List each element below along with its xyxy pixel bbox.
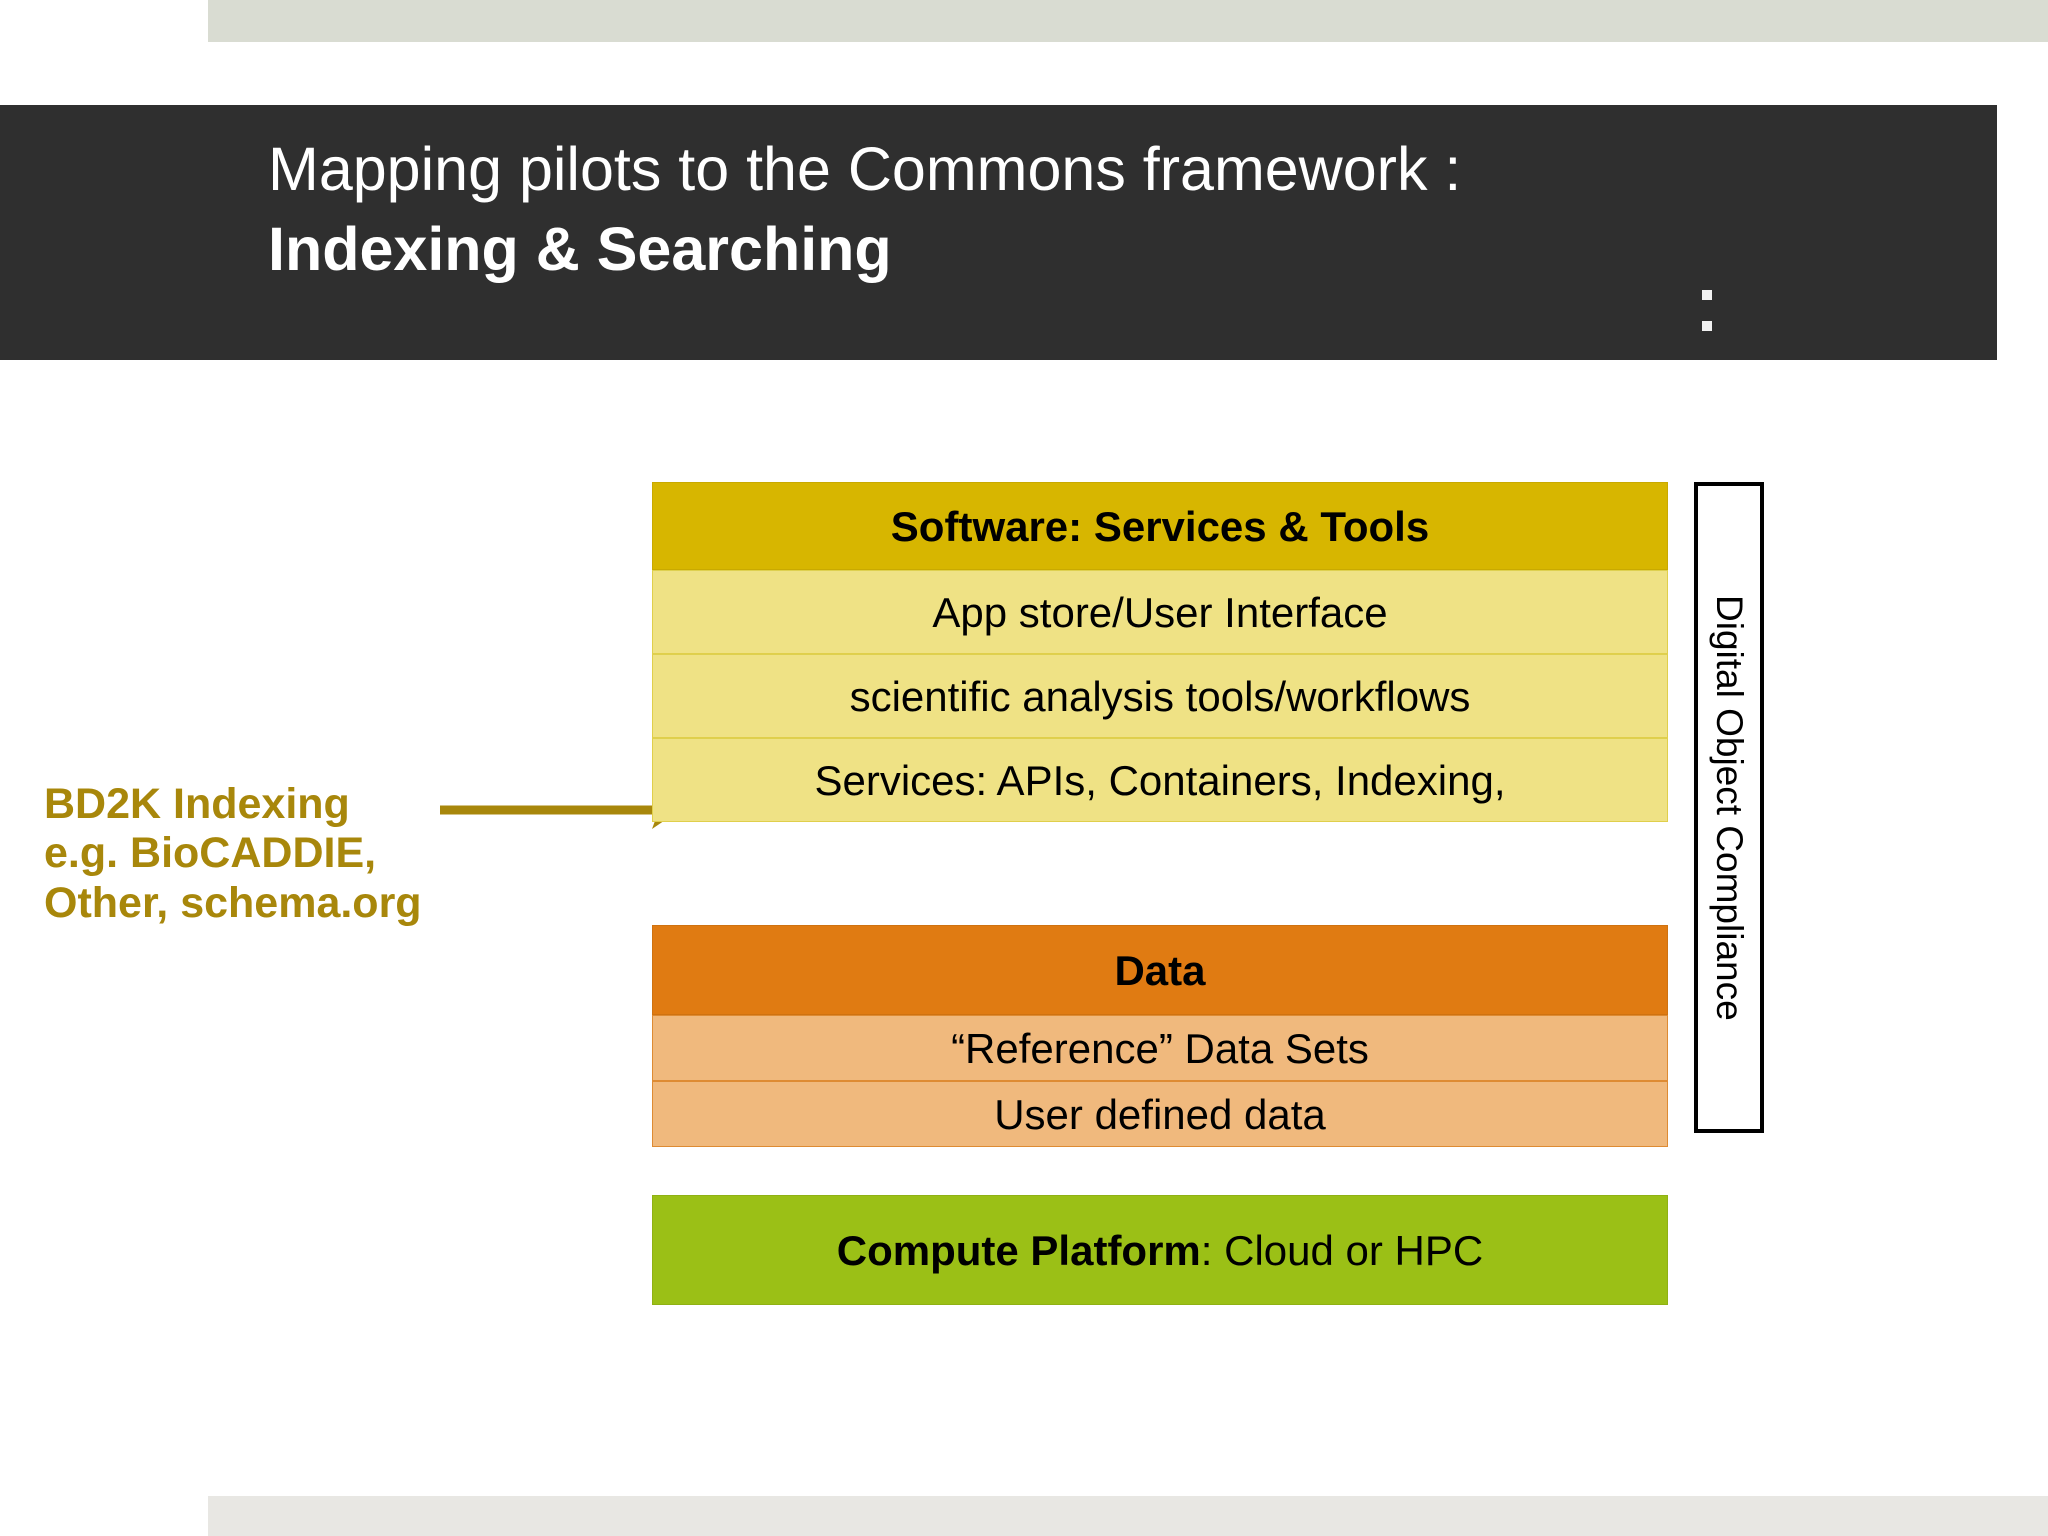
annotation-line-1: BD2K Indexing [44, 780, 350, 828]
software-row-app-store: App store/User Interface [652, 570, 1668, 654]
software-stack-header: Software: Services & Tools [652, 482, 1668, 570]
banner-artifact-dot-1 [1702, 290, 1712, 300]
digital-object-compliance-box: Digital Object Compliance [1694, 482, 1764, 1133]
title-banner: Mapping pilots to the Commons framework … [0, 105, 1997, 360]
software-stack: Software: Services & Tools App store/Use… [652, 482, 1668, 822]
bd2k-indexing-annotation: BD2K Indexing e.g. BioCADDIE, Other, sch… [44, 780, 544, 928]
data-row-user-defined: User defined data [652, 1081, 1668, 1147]
data-row-reference-sets: “Reference” Data Sets [652, 1015, 1668, 1081]
software-row-services: Services: APIs, Containers, Indexing, [652, 738, 1668, 822]
data-stack-header: Data [652, 925, 1668, 1015]
banner-artifact-dot-2 [1702, 321, 1712, 331]
data-stack: Data “Reference” Data Sets User defined … [652, 925, 1668, 1147]
software-row-analysis-tools: scientific analysis tools/workflows [652, 654, 1668, 738]
compute-platform-bar: Compute Platform: Cloud or HPC [652, 1195, 1668, 1305]
annotation-line-2: e.g. BioCADDIE, [44, 829, 377, 878]
compute-platform-detail: : Cloud or HPC [1200, 1227, 1484, 1274]
page-title-line-2: Indexing & Searching [268, 215, 892, 283]
top-decorative-bar [208, 0, 2048, 42]
annotation-line-3: Other, schema.org [44, 878, 422, 927]
page-title-line-1: Mapping pilots to the Commons framework … [268, 135, 1462, 203]
digital-object-compliance-label: Digital Object Compliance [1709, 594, 1750, 1021]
annotation-arrow [440, 775, 680, 845]
compute-platform-label: Compute Platform [836, 1227, 1201, 1274]
bottom-decorative-bar [208, 1496, 2048, 1536]
